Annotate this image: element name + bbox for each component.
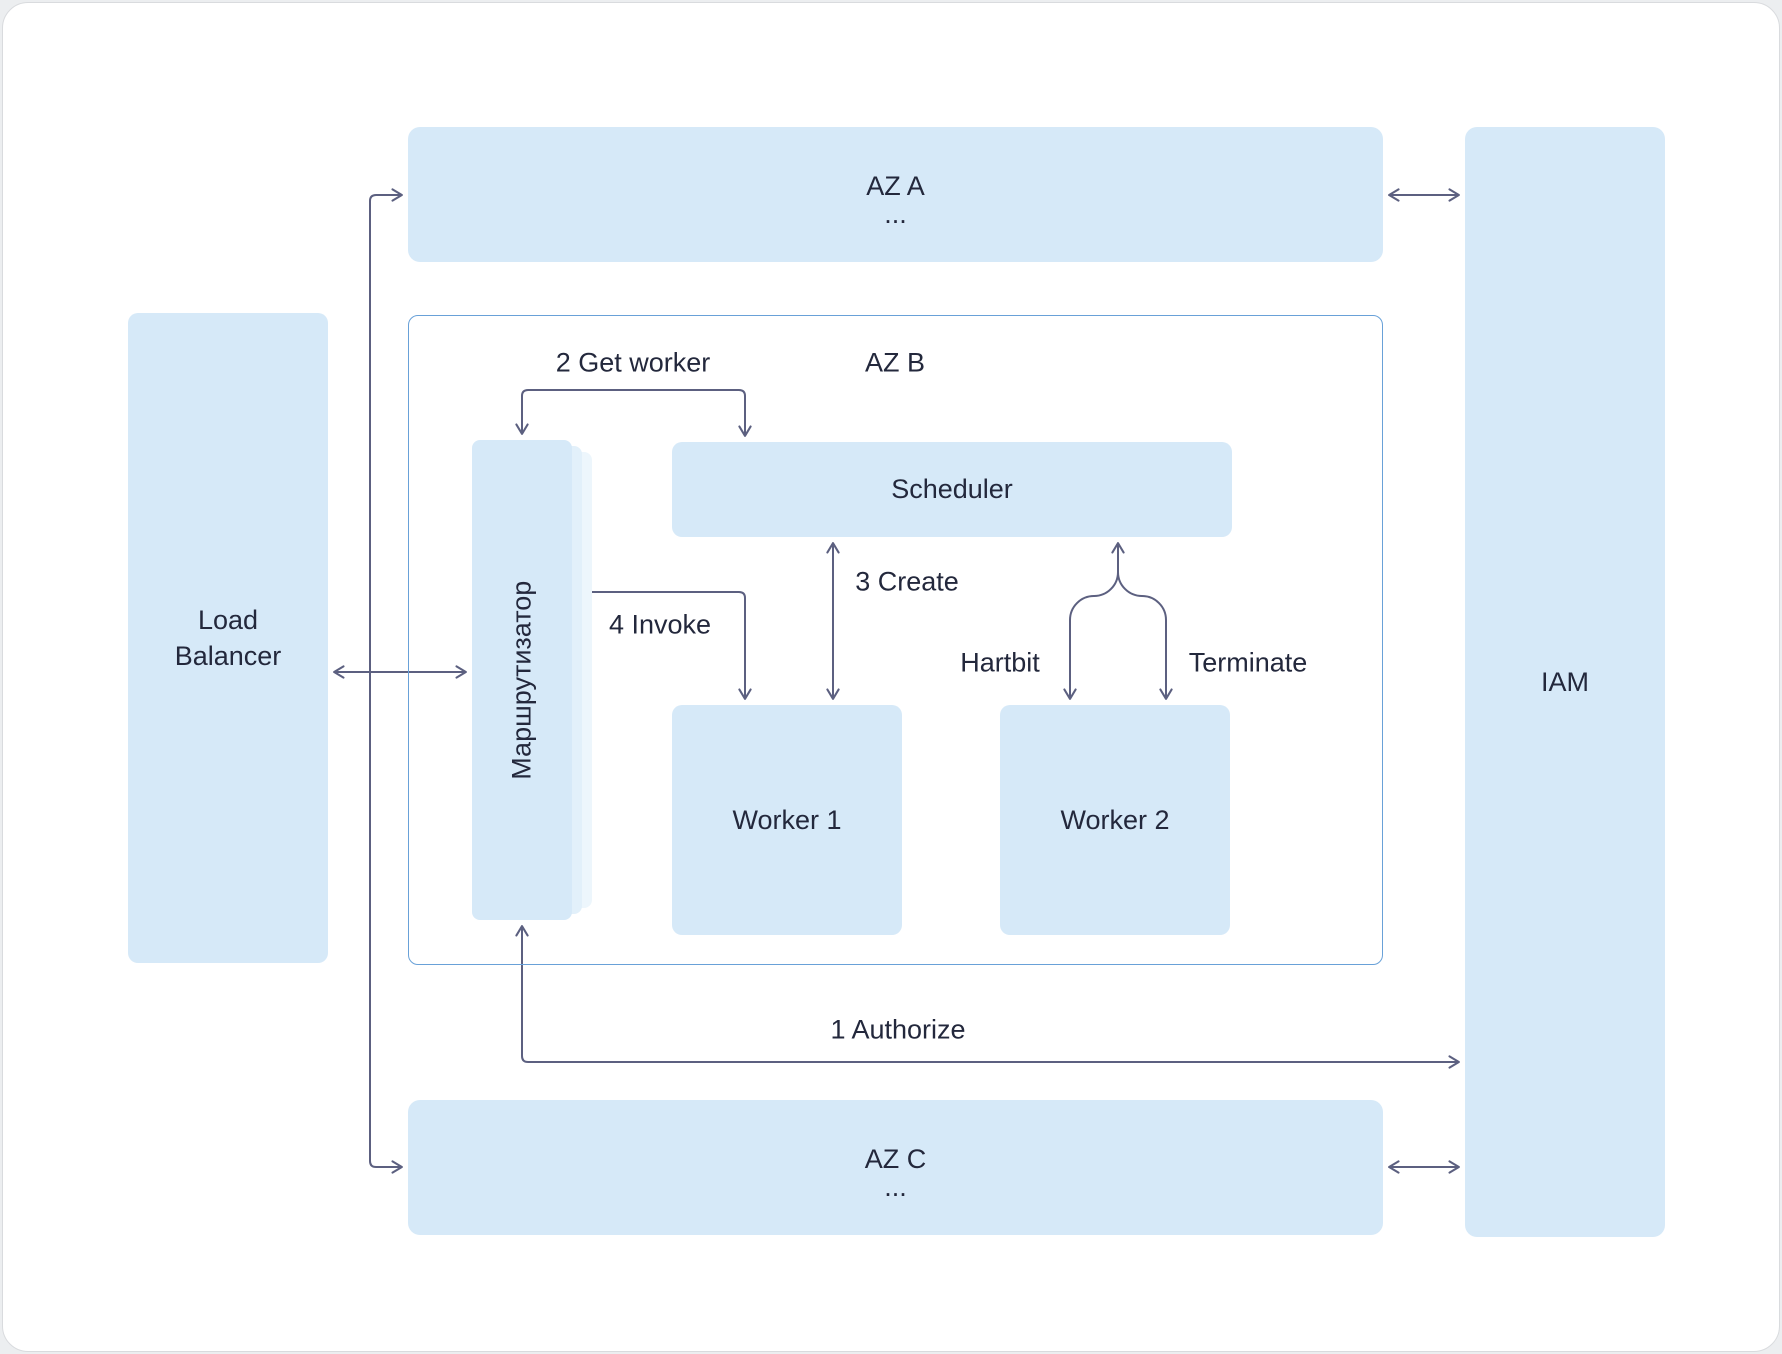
node-label: Load Balancer [174,604,282,671]
node-label: Scheduler [891,474,1013,505]
edge-label-hartbit: Hartbit [960,647,1040,678]
node-load-balancer: Load Balancer [128,313,328,963]
node-label: Worker 1 [732,804,842,835]
node-label: IAM [1540,666,1589,697]
node-label: Worker 2 [1060,804,1170,835]
node-az-a: AZ A ... [408,127,1383,262]
node-label: AZ C [864,1143,927,1174]
edge-label-terminate: Terminate [1188,647,1308,678]
node-az-b-label: AZ B [864,347,926,378]
node-az-c: AZ C ... [408,1100,1383,1235]
edge-label-authorize: 1 Authorize [830,1014,966,1045]
edge-label-invoke: 4 Invoke [608,609,712,640]
node-worker-2: Worker 2 [1000,705,1230,935]
node-label: Маршрутизатор [506,580,537,780]
node-label: AZ A [866,170,925,201]
ellipsis-text: ... [884,1171,907,1202]
node-az-b [408,315,1383,965]
ellipsis-text: ... [884,198,907,229]
node-worker-1: Worker 1 [672,705,902,935]
edge-label-create: 3 Create [855,566,959,597]
node-router: Маршрутизатор [472,440,572,920]
node-iam: IAM [1465,127,1665,1237]
node-scheduler: Scheduler [672,442,1232,537]
edge-label-get-worker: 2 Get worker [555,347,711,378]
